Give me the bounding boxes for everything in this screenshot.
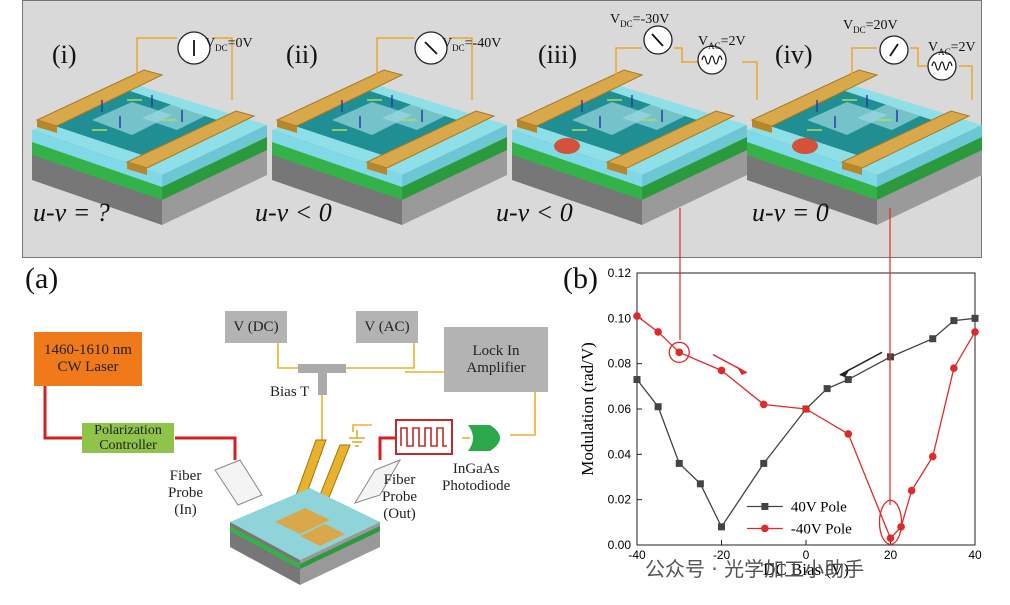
vac-box: V (AC) xyxy=(356,311,418,343)
y-tick-label: 0.10 xyxy=(608,311,632,325)
sweep-arrowhead-red xyxy=(736,365,747,375)
laser-box: 1460-1610 nm CW Laser xyxy=(34,332,142,386)
vac-label-iv: VAC=2V xyxy=(928,40,976,57)
bias-t-bar xyxy=(298,364,346,373)
data-point xyxy=(696,480,704,488)
y-tick-label: 0.08 xyxy=(608,357,632,371)
y-tick-label: 0.06 xyxy=(608,402,632,416)
data-point xyxy=(654,403,662,411)
legend-label: -40V Pole xyxy=(791,521,852,537)
data-point xyxy=(633,312,641,320)
photodiode-icon xyxy=(468,425,500,451)
data-point xyxy=(844,430,853,438)
watermark: 公众号 · 光学加工小助手 xyxy=(645,557,865,581)
chip xyxy=(230,488,380,585)
square-wave-icon xyxy=(400,427,447,447)
panel-b-letter: (b) xyxy=(563,262,598,295)
data-point xyxy=(971,314,979,322)
vac-label-iii: VAC=2V xyxy=(698,34,746,51)
data-point xyxy=(759,400,768,409)
modulation-chart: 0.00 0.02 0.04 0.06 0.08 0.10 0.12 -40 -20 0 20 40D… xyxy=(578,266,982,579)
data-point xyxy=(760,459,768,467)
lockin-amplifier-box: Lock In Amplifier xyxy=(444,327,548,392)
polarization-controller-box: Polarization Controller xyxy=(82,423,174,453)
data-point xyxy=(844,376,852,384)
vdc-label-ii: VDC=-40V xyxy=(442,36,502,53)
fiber-probe-out xyxy=(353,459,402,504)
y-tick-label: 0.02 xyxy=(608,493,632,507)
device-ii-label: (ii) xyxy=(286,40,318,69)
y-tick-label: 0.00 xyxy=(608,538,632,552)
data-point xyxy=(675,348,684,357)
vdc-label-i: VDC=0V xyxy=(205,36,253,53)
modulator-box xyxy=(395,419,453,455)
fiber-probe-out-label: Fiber Probe (Out) xyxy=(382,472,417,522)
fiber-probe-in-label: Fiber Probe (In) xyxy=(168,468,203,518)
relation-iii: u-v < 0 xyxy=(496,198,573,227)
device-iii-label: (iii) xyxy=(538,40,577,69)
x-tick-label: 0 xyxy=(803,548,810,562)
data-point xyxy=(654,328,662,336)
legend-label: 40V Pole xyxy=(791,499,847,515)
optical-mode-spot xyxy=(554,138,580,154)
data-point xyxy=(929,335,937,343)
data-point xyxy=(823,385,831,393)
vdc-label-iv: VDC=20V xyxy=(843,18,898,35)
fiber-probe-in xyxy=(214,459,263,506)
data-point xyxy=(950,317,958,325)
highlight-circle-iii xyxy=(668,341,690,363)
device-i-label: (i) xyxy=(52,40,77,69)
relation-i: u-v = ? xyxy=(33,198,110,227)
device-schematics-drawings xyxy=(31,25,982,226)
relation-iv: u-v = 0 xyxy=(752,198,829,227)
panel-a-letter: (a) xyxy=(25,262,59,295)
legend-marker xyxy=(761,502,769,510)
optical-mode-spot xyxy=(792,138,818,154)
bias-t-label: Bias T xyxy=(270,384,310,400)
data-point xyxy=(675,459,683,467)
data-point xyxy=(718,523,725,531)
x-tick-label: 20 xyxy=(884,548,898,562)
data-point xyxy=(950,364,958,372)
setup-schematic xyxy=(43,340,536,585)
data-point xyxy=(717,366,726,375)
x-axis-label: DC Bias (V) xyxy=(763,560,849,579)
x-tick-label: -20 xyxy=(713,548,731,562)
legend-marker xyxy=(761,524,769,533)
y-tick-label: 0.04 xyxy=(608,447,632,461)
sweep-arrowhead-black xyxy=(839,368,851,378)
x-tick-label: -40 xyxy=(628,548,646,562)
data-point xyxy=(633,376,641,384)
data-point xyxy=(971,328,979,336)
data-point xyxy=(907,486,916,495)
bias-t-stem xyxy=(318,373,327,395)
data-point xyxy=(886,534,895,542)
relation-ii: u-v < 0 xyxy=(255,198,332,227)
y-axis-label: Modulation (rad/V) xyxy=(578,342,597,476)
data-point xyxy=(928,452,937,461)
x-tick-label: 40 xyxy=(968,548,982,562)
vdc-label-iii: VDC=-30V xyxy=(610,12,670,29)
y-tick-label: 0.12 xyxy=(608,266,632,280)
device-iv-label: (iv) xyxy=(775,40,813,69)
photodiode-label: InGaAs Photodiode xyxy=(442,461,511,494)
ground-icon xyxy=(349,430,365,447)
data-point xyxy=(802,405,810,413)
vdc-box: V (DC) xyxy=(225,311,287,343)
